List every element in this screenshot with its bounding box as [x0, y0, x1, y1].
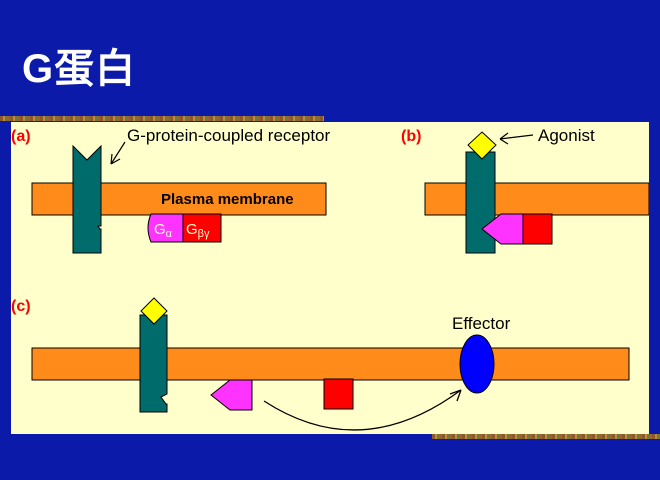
g-betagamma-subunit-b [522, 213, 553, 245]
effector-label: Effector [452, 314, 511, 333]
receptor-label: G-protein-coupled receptor [127, 126, 331, 145]
agonist-label-arrow [499, 132, 534, 145]
receptor-b [465, 151, 496, 254]
plasma-membrane-c [31, 347, 630, 381]
receptor-a [72, 144, 102, 254]
plasma-membrane-label: Plasma membrane [161, 191, 294, 208]
effector [459, 334, 495, 394]
decorative-divider-top [0, 116, 324, 121]
g-betagamma-label: Gβγ [186, 221, 210, 240]
diagram-panel: (a) G-protein-coupled receptor Plasma me… [11, 122, 650, 434]
g-alpha-label: Gα [154, 221, 173, 240]
g-betagamma-subunit [182, 213, 222, 243]
receptor-c [139, 314, 168, 413]
decorative-divider-bottom [432, 434, 660, 439]
g-alpha-subunit-c [210, 379, 253, 411]
agonist-c [140, 297, 168, 325]
activation-arrow-head [449, 389, 462, 402]
g-protein-diagram: (a) G-protein-coupled receptor Plasma me… [11, 126, 650, 431]
agonist-b [467, 131, 497, 160]
g-betagamma-subunit-c [323, 378, 354, 410]
plasma-membrane-b [424, 182, 650, 216]
receptor-label-arrow [110, 141, 126, 165]
panel-c-label: (c) [11, 298, 31, 315]
activation-arrow [263, 389, 462, 431]
slide-title: G蛋白 [22, 47, 137, 91]
panel-b-label: (b) [401, 128, 421, 145]
panel-a-label: (a) [11, 128, 31, 145]
agonist-label: Agonist [538, 126, 595, 145]
g-alpha-subunit [147, 213, 184, 243]
